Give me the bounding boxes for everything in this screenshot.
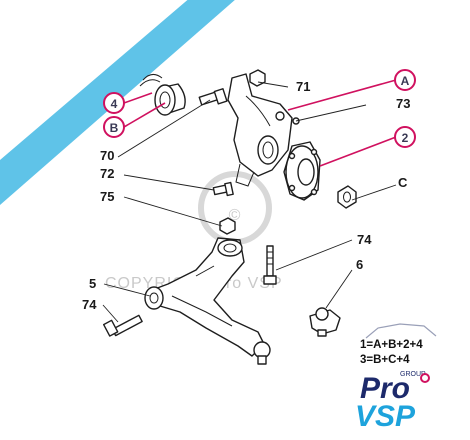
ring-b-label: B (110, 121, 119, 135)
nut-71 (249, 69, 266, 87)
ball-joint-6 (309, 307, 341, 337)
callout-75: 75 (100, 189, 114, 204)
ring-2-label: 2 (402, 131, 409, 145)
pro-vsp-logo: GROUP Pro VSP (355, 371, 430, 433)
ring-callout-4: 4 (103, 92, 125, 114)
copyright-symbol: © (229, 207, 242, 224)
callout-72: 72 (100, 166, 114, 181)
wheel-bearing (139, 74, 186, 116)
logo-vsp-text: VSP (355, 400, 416, 433)
callout-74-left: 74 (82, 297, 97, 312)
callout-73: 73 (396, 96, 410, 111)
highlight-lines (123, 79, 397, 167)
kit-formulas: 1=A+B+2+4 3=B+C+4 (360, 323, 437, 366)
ring-callout-2: 2 (394, 126, 416, 148)
formula-2: 3=B+C+4 (360, 354, 410, 366)
lower-control-arm (144, 237, 271, 365)
callout-5: 5 (89, 276, 96, 291)
callout-74-right: 74 (357, 232, 372, 247)
logo-group-text: GROUP (400, 371, 426, 378)
wheel-hub (283, 141, 321, 201)
bolt-72 (212, 181, 234, 197)
steering-knuckle (227, 73, 293, 187)
formula-1: 1=A+B+2+4 (360, 339, 423, 351)
bolt-70 (198, 88, 228, 106)
leader-lines (102, 81, 397, 323)
ring-4-label: 4 (111, 97, 118, 111)
bolt-74-right (263, 245, 277, 285)
callout-71: 71 (296, 79, 310, 94)
callout-c: C (398, 175, 408, 190)
logo-dot-icon (420, 373, 430, 383)
logo-pro-text: Pro (360, 372, 410, 405)
callout-6: 6 (356, 257, 363, 272)
ring-a-label: A (401, 74, 410, 88)
hub-nut-c (337, 185, 357, 209)
ring-callout-b: B (103, 116, 125, 138)
callout-70: 70 (100, 148, 114, 163)
nut-75 (219, 217, 236, 235)
ring-callout-a: A (394, 69, 416, 91)
bolt-74-left (102, 314, 143, 337)
